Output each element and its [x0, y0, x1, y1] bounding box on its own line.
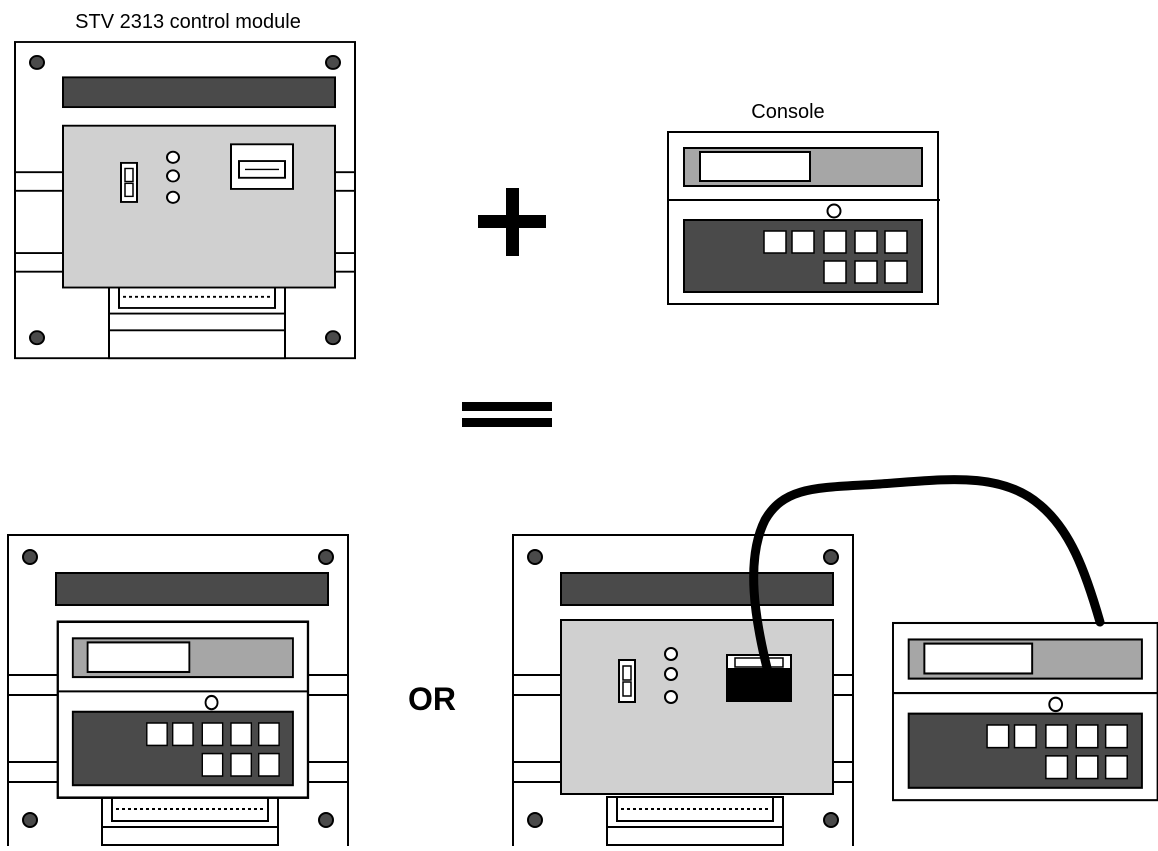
control-module: [14, 41, 356, 360]
external-console-device: [891, 621, 1158, 802]
module-with-cabled-console: [512, 534, 854, 851]
module-with-integrated-console: [7, 534, 349, 851]
equals-sign: [462, 402, 552, 427]
plus-sign: [478, 188, 546, 256]
console-cable: [749, 475, 1105, 677]
control-module-label: STV 2313 control module: [75, 11, 301, 33]
console-device: [667, 131, 940, 305]
console-label: Console: [751, 101, 824, 123]
or-label: OR: [408, 681, 456, 717]
